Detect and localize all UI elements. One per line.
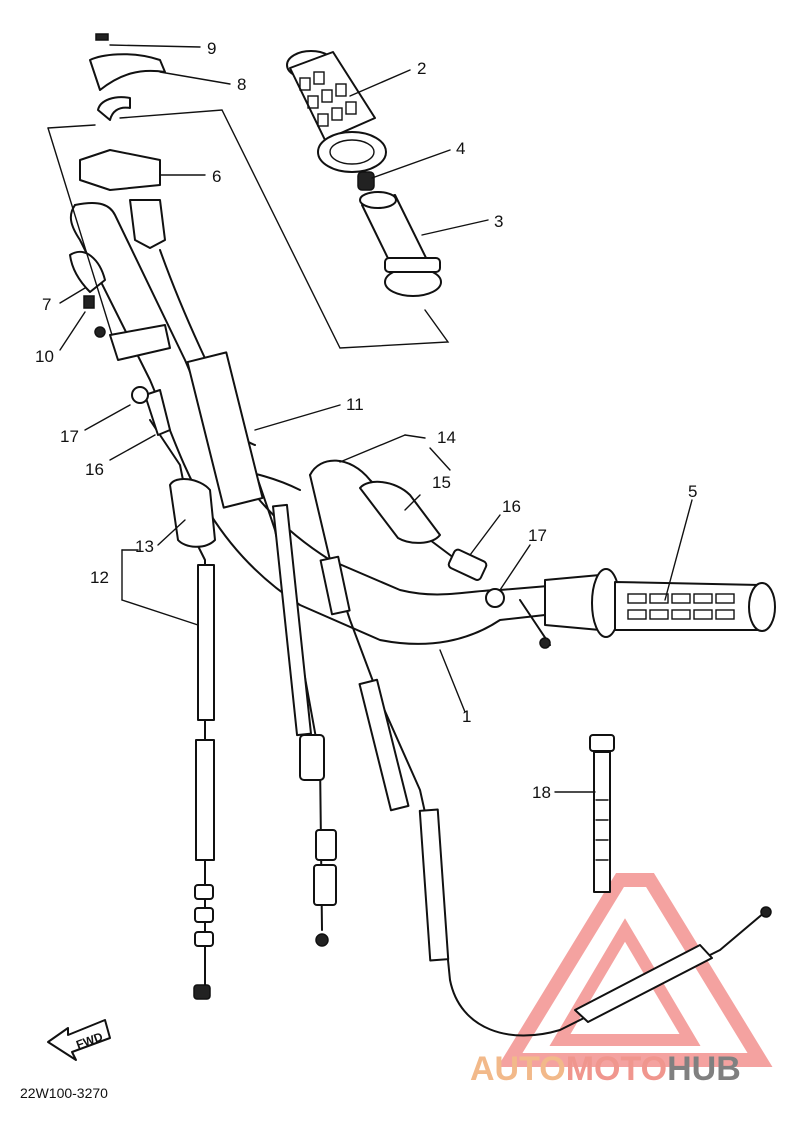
left-switch (69, 250, 171, 361)
drawing-code: 22W100-3270 (20, 1085, 108, 1101)
callout-2: 2 (417, 59, 426, 78)
callout-17-right: 17 (528, 526, 547, 545)
throttle-tube (359, 191, 442, 297)
cable-tie (589, 734, 615, 893)
callout-17-left: 17 (60, 427, 79, 446)
callout-16-right: 16 (502, 497, 521, 516)
brake-cable (309, 459, 772, 1037)
clutch-cable (131, 386, 216, 1000)
handlebar (69, 202, 561, 645)
callout-6: 6 (212, 167, 221, 186)
brake-adjuster (447, 548, 505, 608)
forward-arrow-icon: FWD (47, 1019, 111, 1061)
callout-15: 15 (432, 473, 451, 492)
callout-16-left: 16 (85, 460, 104, 479)
callout-14: 14 (437, 428, 456, 447)
leader-lines (59, 44, 693, 793)
bracket-lines (47, 109, 450, 349)
watermark-suffix: HUB (667, 1050, 741, 1088)
callout-13: 13 (135, 537, 154, 556)
throttle-cable (159, 249, 337, 947)
spring (357, 171, 375, 191)
watermark-text: AUTOMOTOHUB (470, 1050, 741, 1088)
watermark-prefix: AUTO (470, 1050, 566, 1088)
callout-9: 9 (207, 39, 216, 58)
right-grip (519, 568, 776, 649)
callout-3: 3 (494, 212, 503, 231)
callout-5: 5 (688, 482, 697, 501)
callout-8: 8 (237, 75, 246, 94)
callout-4: 4 (456, 139, 465, 158)
throttle-grip (286, 50, 387, 173)
callout-1: 1 (462, 707, 471, 726)
callout-18: 18 (532, 783, 551, 802)
callout-labels: 9 8 2 4 6 3 7 10 11 14 17 15 16 5 16 17 … (35, 39, 697, 802)
throttle-housing (79, 33, 166, 249)
callout-11: 11 (346, 395, 364, 414)
svg-text:AUTOMOTOHUB: AUTOMOTOHUB (470, 1050, 741, 1088)
watermark-middle: MOTO (566, 1050, 667, 1088)
callout-7: 7 (42, 295, 51, 314)
watermark-triangle-outer (497, 873, 773, 1067)
callout-10: 10 (35, 347, 54, 366)
callout-12: 12 (90, 568, 109, 587)
